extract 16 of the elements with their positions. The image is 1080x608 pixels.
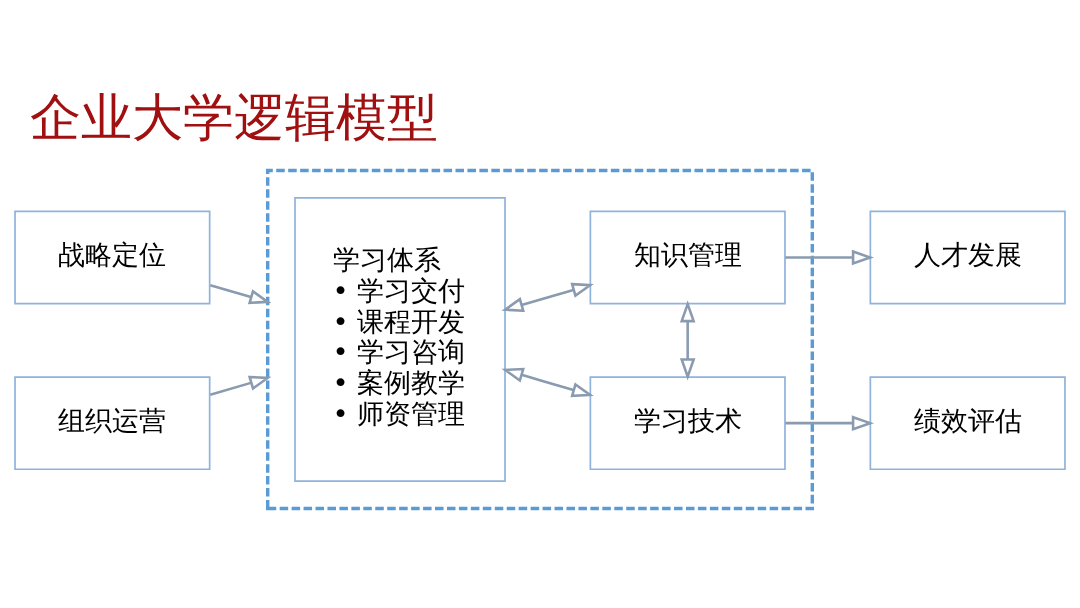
arrow bbox=[501, 367, 594, 397]
node-box: 绩效评估 bbox=[869, 375, 1066, 470]
arrow bbox=[785, 249, 875, 265]
node-box: 组织运营 bbox=[14, 375, 211, 470]
arrow bbox=[501, 282, 594, 312]
arrow bbox=[209, 283, 272, 304]
node-box: 学习体系 • 学习交付 • 课程开发 • 学习咨询 • 案例教学 • 师资管理 bbox=[294, 196, 506, 482]
cluster bbox=[266, 168, 814, 510]
node-box: 学习技术 bbox=[589, 375, 786, 470]
diagram-title: 企业大学逻辑模型 bbox=[30, 86, 439, 147]
node-box: 战略定位 bbox=[14, 210, 211, 304]
node-box: 人才发展 bbox=[869, 210, 1066, 304]
arrow bbox=[209, 375, 272, 396]
node-box: 知识管理 bbox=[589, 210, 786, 304]
arrow bbox=[679, 299, 696, 380]
arrow bbox=[785, 414, 875, 431]
